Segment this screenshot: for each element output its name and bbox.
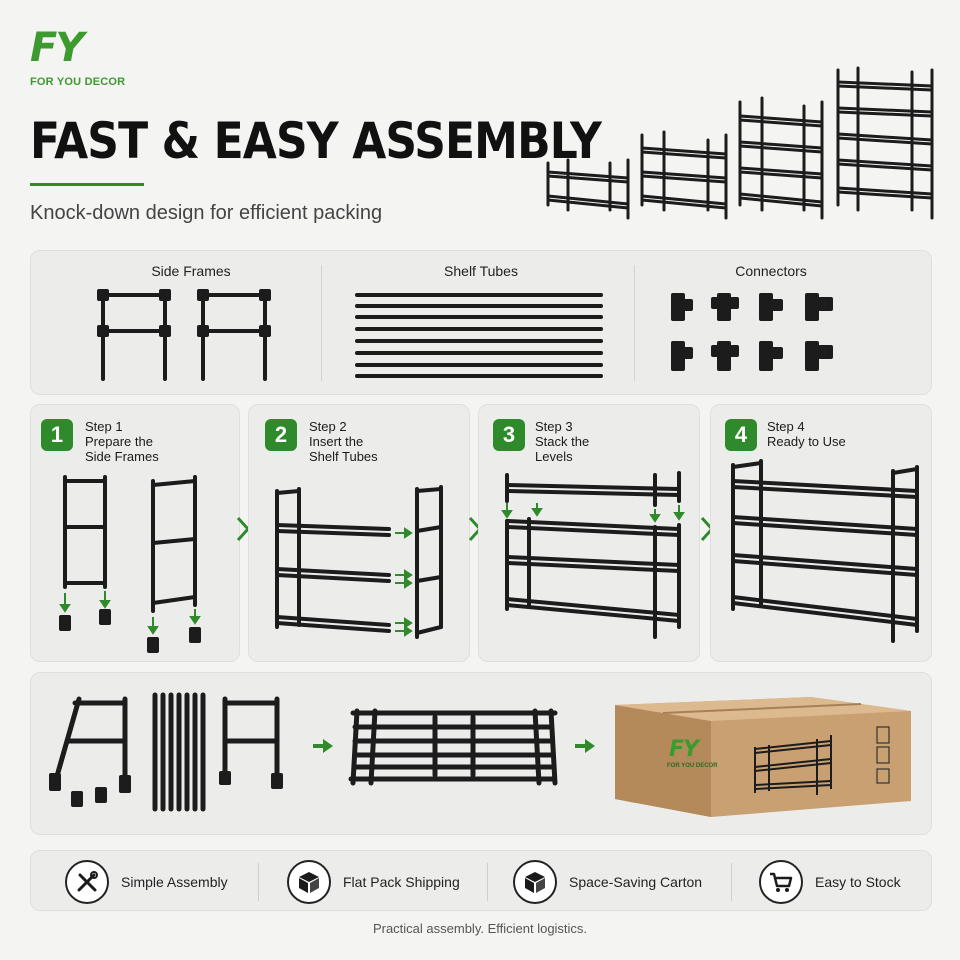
rack-5-tier (836, 66, 934, 220)
carton-brand-mark: FY (669, 737, 699, 762)
step-1-illustration (59, 475, 201, 653)
features-bar: Simple Assembly Flat Pack Shipping Space… (30, 850, 932, 911)
step-2-line-1: Insert the (309, 434, 364, 449)
footer-tagline: Practical assembly. Efficient logistics. (372, 921, 588, 936)
box-icon (287, 860, 331, 904)
disassembled-parts-illustration (49, 692, 283, 812)
flat-packed-bundle-illustration (348, 708, 558, 786)
step-1-label: Step 1 (85, 419, 123, 434)
cart-icon (759, 860, 803, 904)
box-icon (513, 860, 557, 904)
shipping-carton-illustration (615, 697, 911, 817)
carton-brand-name: FOR YOU DECOR (667, 763, 718, 769)
step-2-badge: 2 (265, 419, 297, 451)
step-2-illustration (275, 485, 443, 639)
rack-4-tier (738, 96, 824, 220)
step-4-label: Step 4 (767, 419, 805, 434)
feature-space-saving-carton: Space-Saving Carton (513, 860, 702, 904)
step-4-card: 4 Step 4 Ready to Use (710, 404, 932, 662)
feature-flat-pack-shipping: Flat Pack Shipping (287, 860, 460, 904)
step-4-badge: 4 (725, 419, 757, 451)
connectors-illustration (671, 293, 833, 371)
feature-label: Easy to Stock (815, 874, 901, 890)
step-3-line-1: Stack the (535, 434, 590, 449)
brand-name: FOR YOU DECOR (30, 76, 126, 88)
step-1-badge: 1 (41, 419, 73, 451)
feature-label: Space-Saving Carton (569, 874, 703, 890)
feature-easy-to-stock: Easy to Stock (759, 860, 901, 904)
divider (731, 863, 732, 901)
step-3-line-2: Levels (535, 449, 573, 464)
step-4-illustration (731, 459, 919, 643)
feature-label: Simple Assembly (121, 874, 228, 890)
brand-mark: FY (30, 25, 84, 71)
step-1-line-2: Side Frames (85, 449, 159, 464)
rack-2-tier (546, 158, 630, 220)
arrow-right-icon (575, 739, 595, 753)
divider (634, 265, 635, 381)
step-2-text: Step 2 Insert the Shelf Tubes (309, 419, 449, 464)
arrow-right-icon (313, 739, 333, 753)
step-1-text: Step 1 Prepare the Side Frames (85, 419, 225, 464)
tools-icon (65, 860, 109, 904)
step-3-text: Step 3 Stack the Levels (535, 419, 675, 464)
shelf-tubes-illustration (355, 293, 603, 378)
rack-size-variants-illustration (546, 66, 934, 220)
step-4-text: Step 4 Ready to Use (767, 419, 907, 449)
step-3-label: Step 3 (535, 419, 573, 434)
part-title-shelf-tubes: Shelf Tubes (444, 263, 518, 279)
step-1-card: 1 Step 1 Prepare the Side Frames (30, 404, 240, 662)
step-3-illustration (501, 471, 685, 639)
step-4-line-1: Ready to Use (767, 434, 846, 449)
flat-pack-panel: FY FOR YOU DECOR (30, 672, 932, 835)
page-subtitle: Knock-down design for efficient packing (30, 202, 383, 224)
side-frames-illustration (97, 289, 271, 381)
title-underline (30, 183, 144, 186)
step-1-line-1: Prepare the (85, 434, 153, 449)
feature-simple-assembly: Simple Assembly (65, 860, 228, 904)
step-3-badge: 3 (493, 419, 525, 451)
parts-panel: Side Frames Shelf Tubes Connectors (30, 250, 932, 395)
step-2-line-2: Shelf Tubes (309, 449, 378, 464)
divider (258, 863, 259, 901)
rack-3-tier (640, 130, 728, 220)
feature-label: Flat Pack Shipping (343, 874, 460, 890)
step-2-card: 2 Step 2 Insert the Shelf Tubes (248, 404, 470, 662)
part-title-side-frames: Side Frames (151, 263, 231, 279)
page-title: FAST & EASY ASSEMBLY (30, 112, 602, 170)
step-2-label: Step 2 (309, 419, 347, 434)
step-3-card: 3 Step 3 Stack the Levels (478, 404, 700, 662)
divider (321, 265, 322, 381)
divider (487, 863, 488, 901)
part-title-connectors: Connectors (735, 263, 807, 279)
brand-logo: FY FOR YOU DECOR (30, 28, 130, 88)
